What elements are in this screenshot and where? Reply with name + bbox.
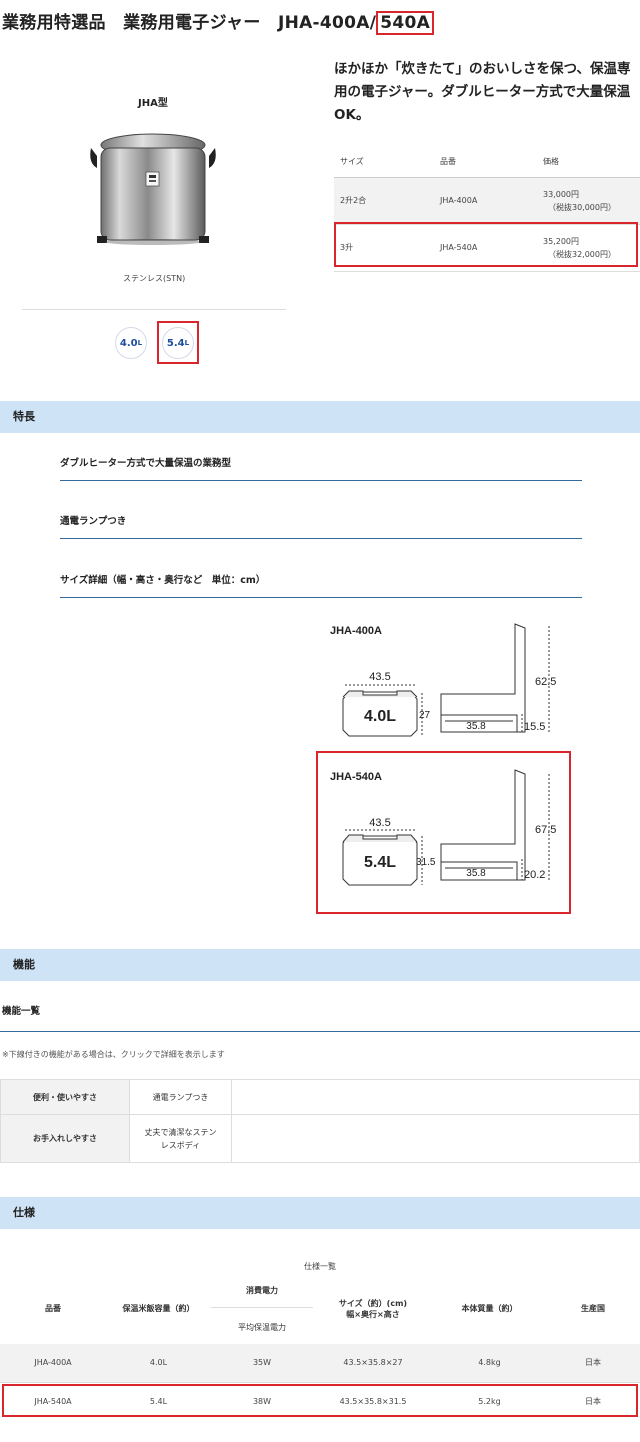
function-category: お手入れしやすさ xyxy=(0,1114,130,1163)
spec-model: JHA-540A xyxy=(34,1397,72,1406)
function-row: お手入れしやすさ 丈夫で清潔なステンレスボディ xyxy=(0,1114,640,1163)
spec-capacity: 4.0L xyxy=(149,1358,168,1367)
functions-subheading: 機能一覧 xyxy=(0,1003,640,1032)
spec-size: 43.5×35.8×31.5 xyxy=(339,1397,407,1406)
diagram-model-name: JHA-400A xyxy=(330,625,382,637)
spec-power: 38W xyxy=(252,1397,272,1406)
price-size: 2升2合 xyxy=(334,177,434,225)
price-row: 3升 JHA-540A 35,200円 （税抜32,000円） xyxy=(334,224,640,272)
feature-item: 通電ランプつき xyxy=(60,513,582,539)
diagram-capacity: 5.4L xyxy=(364,854,396,871)
price-value: 33,000円 （税抜30,000円） xyxy=(537,177,640,225)
functions-note: ※下線付きの機能がある場合は、クリックで詳細を表示します xyxy=(2,1050,225,1059)
capacity-unit: L xyxy=(137,339,143,347)
function-row: 便利・使いやすさ 通電ランプつき xyxy=(0,1079,640,1115)
diagram-model-name: JHA-540A xyxy=(330,771,382,783)
price-value: 35,200円 （税抜32,000円） xyxy=(537,224,640,272)
function-feature: 丈夫で清潔なステンレスボディ xyxy=(129,1114,232,1163)
spec-row-highlight-box xyxy=(2,1384,638,1417)
spec-header-capacity: 保温米飯容量（約） xyxy=(122,1304,195,1313)
function-feature-line: レスボディ xyxy=(160,1140,201,1150)
diagram-body-height: 20.2 xyxy=(524,869,545,881)
spec-header-size: サイズ（約）(cm) xyxy=(338,1299,408,1308)
diagram-jha-400a: JHA-400A 43.5 4.0L 27 35.8 62.5 15.5 xyxy=(330,623,556,737)
price-incl: 35,200円 xyxy=(543,236,579,246)
spec-header-weight: 本体質量（約） xyxy=(461,1304,518,1313)
function-feature-line: 通電ランプつき xyxy=(152,1092,209,1102)
spec-header-power-sub: 平均保温電力 xyxy=(238,1323,286,1332)
price-header-model: 品番 xyxy=(434,146,537,178)
diagram-width: 43.5 xyxy=(369,671,390,683)
spec-origin: 日本 xyxy=(585,1397,601,1406)
spec-origin: 日本 xyxy=(585,1358,601,1367)
page-title-model: 540A xyxy=(376,11,435,35)
diagram-lid-height: 62.5 xyxy=(535,676,556,688)
function-feature-line: 丈夫で清潔なステン xyxy=(144,1127,217,1137)
capacity-highlight-box xyxy=(157,321,199,364)
price-row: 2升2合 JHA-400A 33,000円 （税抜30,000円） xyxy=(334,177,640,225)
spec-row: JHA-540A 5.4L 38W 43.5×35.8×31.5 5.2kg 日… xyxy=(0,1382,640,1420)
capacity-value: 4.0 xyxy=(119,337,138,349)
feature-item: サイズ詳細（幅・高さ・奥行など 単位：cm） xyxy=(60,572,582,598)
price-excl: （税抜32,000円） xyxy=(548,249,616,259)
price-header-price: 価格 xyxy=(537,146,640,178)
spec-power: 35W xyxy=(252,1358,272,1367)
spec-header-power: 消費電力 xyxy=(246,1286,278,1295)
price-model: JHA-540A xyxy=(434,224,537,272)
capacity-value: 5.4 xyxy=(166,337,185,349)
spec-header-size-sub: 幅×奥行×高さ xyxy=(346,1310,400,1319)
function-feature: 通電ランプつき xyxy=(129,1079,232,1115)
diagram-width: 43.5 xyxy=(369,817,390,829)
spec-weight: 4.8kg xyxy=(478,1358,501,1367)
diagram-highlight-box xyxy=(316,751,571,914)
diagram-depth: 35.8 xyxy=(466,868,486,879)
diagram-jha-540a: JHA-540A 43.5 5.4L 31.5 35.8 67.5 20.2 xyxy=(330,769,556,886)
functions-table: 便利・使いやすさ 通電ランプつき お手入れしやすさ 丈夫で清潔なステンレスボディ xyxy=(0,1079,640,1163)
function-empty-cell xyxy=(231,1079,640,1115)
price-incl: 33,000円 xyxy=(543,189,579,199)
product-type-label: JHA型 xyxy=(138,98,168,109)
capacity-unit: L xyxy=(184,339,190,347)
price-size: 3升 xyxy=(334,224,434,272)
spec-header-model: 品番 xyxy=(45,1304,61,1313)
product-lead-text: ほかほか「炊きたて」のおいしさを保つ、保温専用の電子ジャー。ダブルヒーター方式で… xyxy=(334,61,631,123)
diagram-depth: 35.8 xyxy=(466,721,486,732)
diagram-lid-height: 67.5 xyxy=(535,824,556,836)
spec-row: JHA-400A 4.0L 35W 43.5×35.8×27 4.8kg 日本 xyxy=(0,1344,640,1382)
diagram-body-height: 15.5 xyxy=(524,721,545,733)
price-model: JHA-400A xyxy=(434,177,537,225)
function-empty-cell xyxy=(231,1114,640,1163)
price-header-size: サイズ xyxy=(334,146,434,178)
price-table-header: サイズ 品番 価格 xyxy=(334,146,640,178)
diagram-capacity: 4.0L xyxy=(364,708,396,725)
page-title-prefix: 業務用特選品 業務用電子ジャー JHA-400A/ xyxy=(2,13,377,33)
diagram-height: 31.5 xyxy=(416,857,436,868)
spec-size: 43.5×35.8×27 xyxy=(343,1358,403,1367)
specs-caption: 仕様一覧 xyxy=(304,1262,336,1271)
feature-item: ダブルヒーター方式で大量保温の業務型 xyxy=(60,455,582,481)
spec-model: JHA-400A xyxy=(34,1358,72,1367)
page-title: 業務用特選品 業務用電子ジャー JHA-400A/540A xyxy=(2,8,435,35)
spec-header-origin: 生産国 xyxy=(581,1304,605,1313)
function-category: 便利・使いやすさ xyxy=(0,1079,130,1115)
product-image-caption: ステンレス(STN) xyxy=(123,274,186,283)
diagram-height: 27 xyxy=(419,710,431,721)
features-heading: 特長 xyxy=(0,401,640,433)
gallery-divider xyxy=(22,309,286,310)
size-diagram: JHA-400A 43.5 4.0L 27 35.8 62.5 15.5 JHA… xyxy=(330,623,556,886)
spec-header-divider xyxy=(211,1307,313,1308)
product-image xyxy=(90,133,216,245)
functions-heading: 機能 xyxy=(0,949,640,981)
spec-capacity: 5.4L xyxy=(149,1397,168,1406)
price-excl: （税抜30,000円） xyxy=(548,202,616,212)
price-row-highlight-box xyxy=(334,222,638,267)
spec-weight: 5.2kg xyxy=(478,1397,501,1406)
specs-heading: 仕様 xyxy=(0,1197,640,1229)
